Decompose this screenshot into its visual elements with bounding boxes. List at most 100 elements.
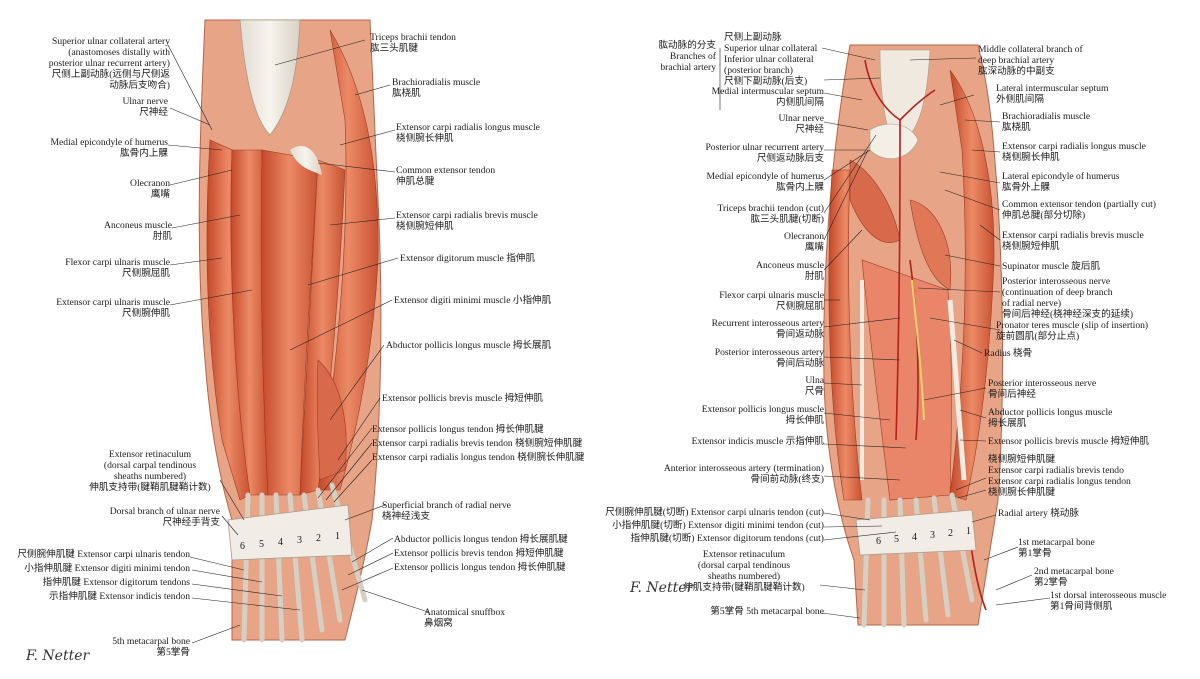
label-line: 尺侧返动脉后支: [756, 153, 824, 164]
label-line: Lateral epicondyle of humerus: [1002, 171, 1120, 182]
label-line: Radial artery 桡动脉: [998, 508, 1079, 519]
label-line: Extensor carpi radialis longus muscle: [396, 122, 540, 133]
label-line: Triceps brachii tendon: [370, 32, 456, 43]
label-line: 桡侧腕短伸肌: [1002, 241, 1060, 252]
compartment-number: 2: [948, 528, 953, 539]
compartment-number: 1: [966, 526, 971, 537]
label-line: 尺神经手背支: [162, 517, 220, 528]
label-line: 外侧肌间隔: [996, 94, 1044, 105]
label-line: 肱骨外上髁: [1002, 182, 1050, 193]
label-line: 拇长展肌: [988, 418, 1027, 429]
label-line: 鹰嘴: [804, 242, 824, 253]
label-line: Olecranon: [130, 178, 170, 189]
label-line: 小指伸肌腱(切断) Extensor digiti minimi tendon …: [612, 520, 824, 531]
muscle-fcu-deep: [828, 169, 863, 501]
label-line: Extensor carpi radialis longus muscle: [1002, 141, 1146, 152]
label-line: Common extensor tendon (partially cut): [1002, 199, 1156, 210]
label-line: Extensor pollicis brevis muscle 拇短伸肌: [382, 393, 543, 404]
radius-bone: [947, 299, 967, 481]
label-line: Lateral intermuscular septum: [996, 83, 1109, 94]
label-line: Superior ulnar collateral artery: [51, 36, 170, 47]
label-line: (posterior branch): [724, 65, 793, 76]
extensor-retinaculum: [227, 504, 353, 561]
label-line: 内侧肌间隔: [776, 97, 824, 108]
label-line: Flexor carpi ulnaris muscle: [719, 290, 824, 301]
forearm-deep-illustration: [719, 44, 1051, 628]
label-line: 桡侧腕短伸肌腱: [988, 454, 1056, 465]
label-line: Extensor carpi radialis longus tendon: [988, 476, 1131, 487]
compartment-number: 3: [930, 530, 935, 541]
label-line: Extensor pollicis brevis muscle 拇短伸肌: [988, 436, 1149, 447]
compartment-number: 1: [335, 531, 340, 542]
label-line: brachial artery: [660, 62, 716, 73]
label-line: 伸肌支持带(腱鞘肌腱鞘计数): [89, 482, 211, 493]
label-line: Common extensor tendon: [396, 165, 496, 176]
label-line: 桡侧腕长伸肌: [1002, 152, 1060, 163]
label-line: Middle collateral branch of: [978, 44, 1083, 55]
label-line: 肱深动脉的中副支: [978, 66, 1055, 77]
label-line: 2nd metacarpal bone: [1034, 566, 1114, 577]
label-line: Supinator muscle 旋后肌: [1002, 261, 1101, 272]
label-line: Anconeus muscle: [756, 260, 824, 271]
label-line: Extensor digiti minimi muscle 小指伸肌: [394, 295, 552, 306]
label-line: Posterior ulnar recurrent artery: [705, 142, 824, 153]
label-line: Extensor digitorum muscle 指伸肌: [400, 253, 536, 264]
label-radial-artery: Radial artery 桡动脉: [998, 508, 1079, 519]
label-line: 肘肌: [804, 271, 824, 282]
label-line: 骨间后动脉: [776, 358, 824, 369]
label-line: 尺神经: [139, 107, 168, 118]
label-abductor-pollicis-longus: Abductor pollicis longus muscle 拇长展肌: [386, 340, 551, 351]
label-line: 伸肌总腱: [396, 176, 435, 187]
label-line: deep brachial artery: [978, 55, 1055, 66]
label-line: Ulna: [805, 375, 824, 386]
label-line: 第1骨间背侧肌: [1050, 601, 1113, 612]
label-line: 旋前圆肌(部分止点): [996, 331, 1080, 342]
label-line: Abductor pollicis longus muscle: [988, 407, 1113, 418]
compartment-number: 5: [259, 539, 264, 550]
label-line: Branches of: [669, 51, 716, 62]
label-line: posterior ulnar recurrent artery): [48, 58, 170, 69]
compartment-number: 3: [297, 535, 302, 546]
label-line: Anterior interosseous artery (terminatio…: [663, 463, 824, 474]
label-line: Posterior interosseous artery: [714, 347, 824, 358]
label-line: 肱骨内上髁: [776, 182, 824, 193]
label-line: Medial epicondyle of humerus: [50, 137, 169, 148]
label-line: 骨间后神经: [988, 389, 1036, 400]
label-ed-tendons-cut: 指伸肌腱(切断) Extensor digitorum tendons (cut…: [600, 533, 824, 544]
label-ecu-tendon: 尺侧腕伸肌腱 Extensor carpi ulnaris tendon: [0, 549, 190, 560]
label-line: 尺侧腕屈肌: [776, 301, 824, 312]
label-line: (dorsal carpal tendinous: [697, 560, 791, 571]
label-line: Medial epicondyle of humerus: [706, 171, 825, 182]
label-line: Posterior interosseous nerve: [988, 378, 1097, 389]
label-line: 肱桡肌: [1002, 122, 1031, 133]
posterior-interosseous-nerve: [911, 279, 925, 421]
label-line: 肱三头肌腱(切断): [750, 214, 824, 225]
label-line: Flexor carpi ulnaris muscle: [65, 257, 170, 268]
label-line: Extensor carpi radialis longus tendon 桡侧…: [372, 452, 585, 463]
label-line: 桡侧腕短伸肌: [396, 221, 454, 232]
label-superior-ulnar-collateral-artery: Superior ulnar collateral artery(anastom…: [20, 36, 170, 91]
label-edm-tendon: 小指伸肌腱 Extensor digiti minimi tendon: [0, 563, 190, 574]
compartment-number: 6: [876, 536, 881, 547]
label-line: 第2掌骨: [1034, 577, 1068, 588]
label-line: 尺侧上副动脉: [724, 32, 782, 43]
muscle-supinator: [909, 199, 952, 291]
